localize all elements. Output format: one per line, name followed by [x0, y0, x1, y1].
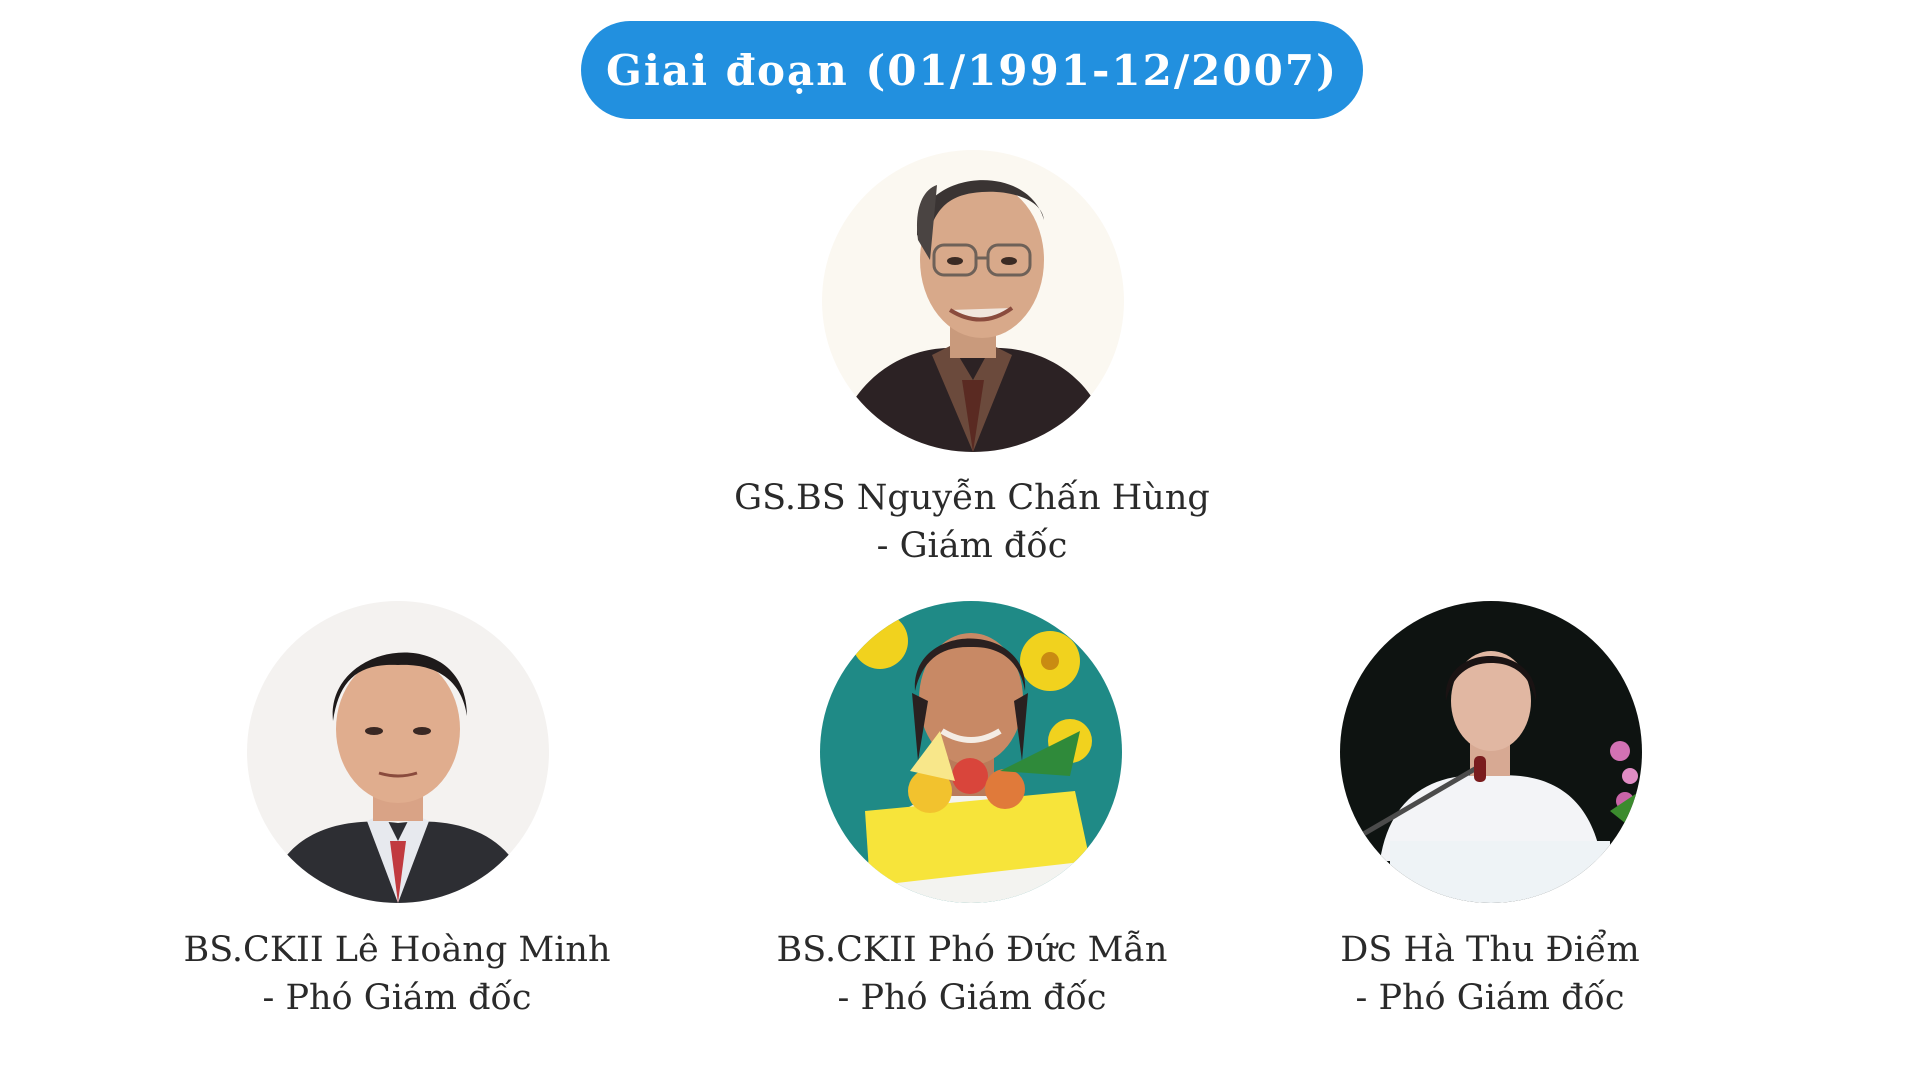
deputy-3-role: - Phó Giám đốc: [1355, 978, 1625, 1018]
director-photo: [822, 150, 1124, 452]
deputy-2-caption: BS.CKII Phó Đức Mẫn - Phó Giám đốc: [692, 926, 1252, 1022]
director-name: GS.BS Nguyễn Chấn Hùng: [734, 478, 1210, 518]
deputy-3-name: DS Hà Thu Điểm: [1340, 930, 1640, 970]
period-title: Giai đoạn (01/1991-12/2007): [606, 45, 1338, 95]
deputy-1-caption: BS.CKII Lê Hoàng Minh - Phó Giám đốc: [117, 926, 677, 1022]
deputy-2-role: - Phó Giám đốc: [837, 978, 1107, 1018]
director-caption: GS.BS Nguyễn Chấn Hùng - Giám đốc: [692, 474, 1252, 570]
director-role: - Giám đốc: [876, 526, 1068, 566]
deputy-2-photo: [820, 601, 1122, 903]
deputy-3-caption: DS Hà Thu Điểm - Phó Giám đốc: [1210, 926, 1770, 1022]
deputy-2-name: BS.CKII Phó Đức Mẫn: [776, 930, 1168, 970]
deputy-1-name: BS.CKII Lê Hoàng Minh: [183, 930, 611, 970]
deputy-3-photo: [1340, 601, 1642, 903]
deputy-1-photo: [247, 601, 549, 903]
deputy-1-role: - Phó Giám đốc: [262, 978, 532, 1018]
period-title-pill: Giai đoạn (01/1991-12/2007): [581, 21, 1363, 119]
